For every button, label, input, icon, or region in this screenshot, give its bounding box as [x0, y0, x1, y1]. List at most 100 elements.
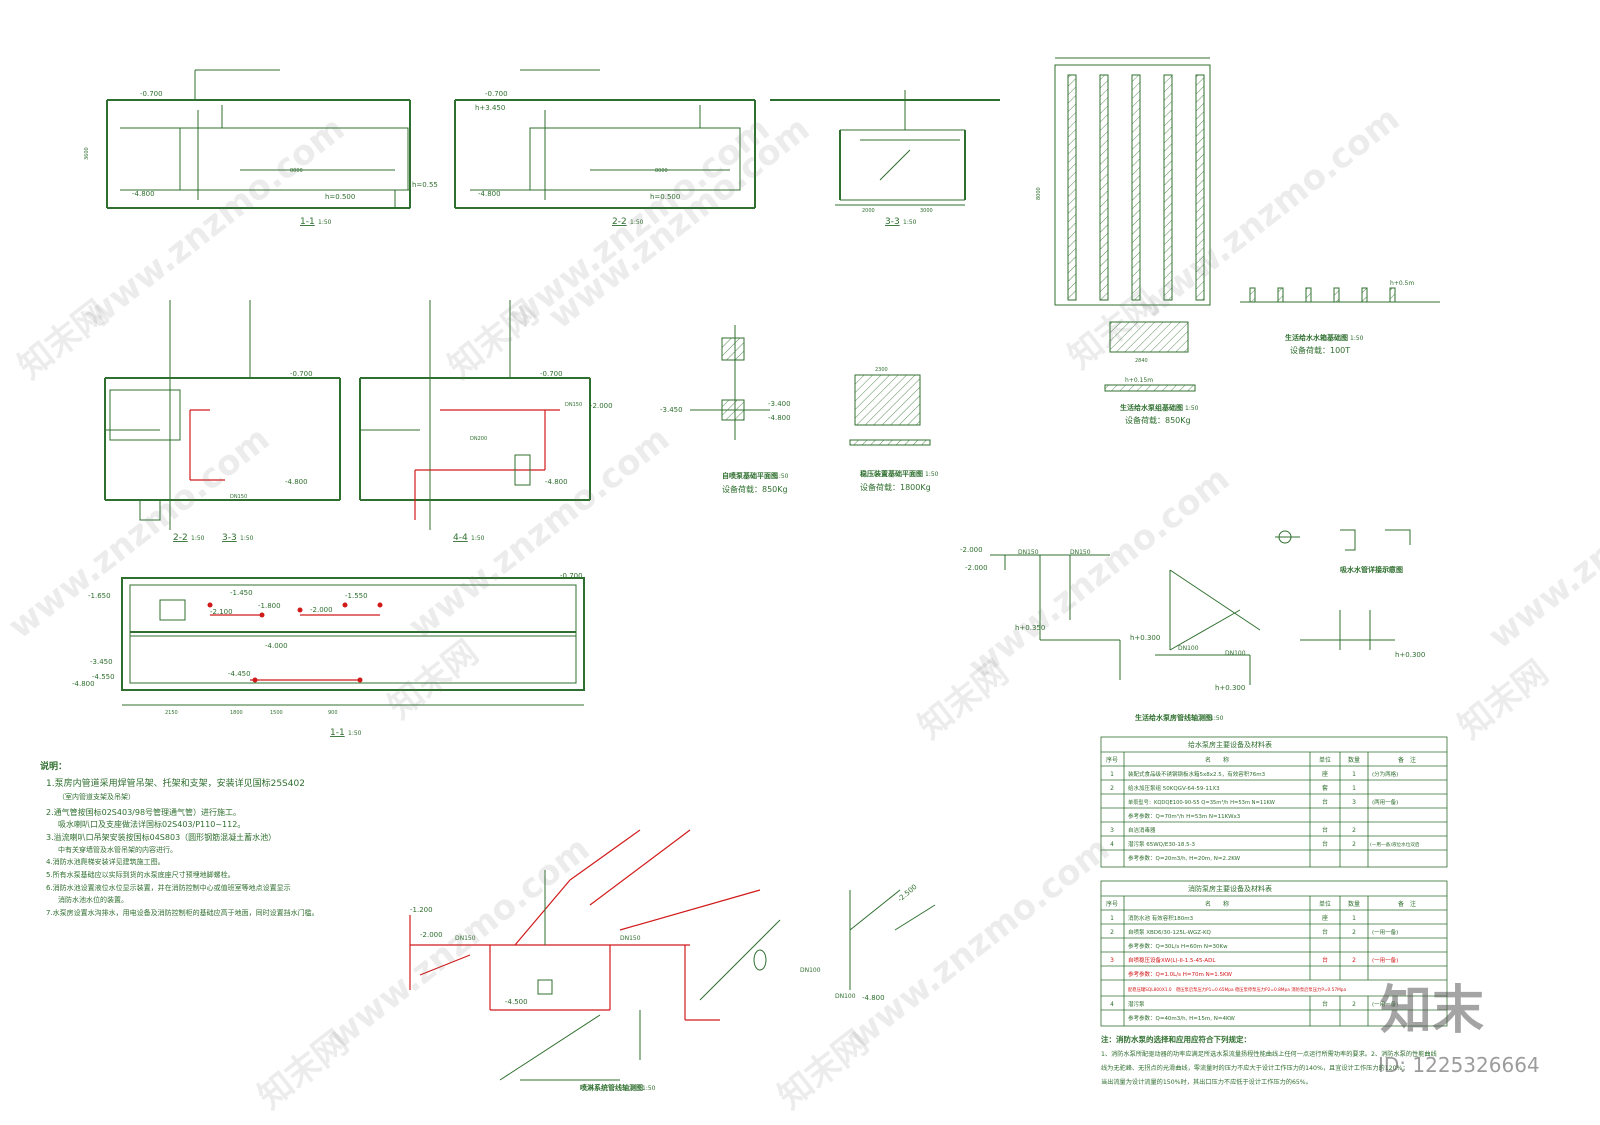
note-line: （室内管道支架及吊架）: [58, 792, 135, 801]
elev-label: h+0.5m: [1390, 280, 1414, 287]
table-row: 2 给水加压泵组 50KQGV-64-59-11X3 套 1: [1110, 784, 1356, 792]
table-cell: 台: [1322, 928, 1328, 936]
elev-label: -4.800: [285, 478, 308, 486]
table-row: 2 自喷泵 XBD6/30-125L-WGZ-KQ 台 2 (一用一备): [1110, 928, 1398, 936]
dim-label: 8000: [1036, 187, 1042, 200]
table-cell: 2: [1352, 1001, 1356, 1008]
table-cell: (一用一备)液位水位双启: [1370, 841, 1420, 848]
axon-title: 生活给水泵房管线轴测图: [1135, 713, 1212, 722]
table-cell: 台: [1322, 956, 1328, 964]
domestic-axonometric: -2.000 -2.000 h+0.350 h+0.300 h+0.300 h+…: [960, 529, 1425, 722]
table-cell: 参考参数：Q=30L/s H=60m N=30Kw: [1128, 942, 1228, 950]
section-scale: 1:50: [471, 535, 485, 542]
note-line: 1.泵房内管道采用焊管吊架、托架和支架，安装详见国标25S402: [46, 777, 305, 789]
table-cell: 参考参数：Q=1.0L/s H=70m N=1.5KW: [1128, 970, 1232, 978]
section-title: 2-2: [612, 217, 627, 227]
footnote-line: 1、消防水泵所配驱动器的功率应满足所选水泵流量扬程性能曲线上任何一点运行所需功率…: [1101, 1050, 1437, 1058]
foundation-scale: 1:50: [925, 471, 939, 478]
elev-label: -4.800: [72, 680, 95, 688]
table-cell: 给水加压泵组 50KQGV-64-59-11X3: [1128, 784, 1220, 792]
section-scale: 1:50: [903, 219, 917, 226]
table-cell: 台: [1322, 840, 1328, 848]
watermark-text: www.znzmo.com: [501, 109, 777, 337]
elev-label: -2.500: [896, 883, 918, 904]
table-row: 4 潜污泵 65WQ/E30-18.5-3 台 2 (一用一备)液位水位双启: [1110, 840, 1420, 848]
table-cell: 2: [1110, 785, 1114, 792]
table-row: 1 消防水池 有效容积180m3 座 1: [1110, 914, 1356, 922]
table-row: 参考参数：Q=20m3/h, H=20m, N=2.2KW: [1128, 854, 1241, 862]
pipe-label: DN100: [835, 993, 856, 1000]
table-cell: (两用一备): [1372, 798, 1398, 806]
elev-label: -1.550: [345, 592, 368, 600]
table-cell: 座: [1322, 770, 1328, 778]
table-row: 3 自喷稳压设备XW(L)-II-1.5-45-ADL 台 2 (一用一备): [1110, 956, 1398, 964]
table-cell: 3: [1110, 827, 1114, 834]
table-header: 序号: [1106, 900, 1118, 908]
section-1-1-top: -0.700 -4.800 h=0.500 h=0.55 8000 3600 1…: [84, 69, 438, 227]
table-row: 参考参数：Q=30L/s H=60m N=30Kw: [1128, 942, 1228, 950]
elev-label: -0.700: [560, 572, 583, 580]
equipment-table-fire: 消防泵房主要设备及材料表 序号 名 称 单位 数量 备 注 1 消防水池 有效容…: [1100, 880, 1448, 1027]
section-title: 3-3: [222, 533, 237, 543]
elev-label: -0.700: [540, 370, 563, 378]
elev-label: -4.550: [92, 673, 115, 681]
dim-label: 2000: [862, 208, 875, 214]
table-cell: 自喷泵 XBD6/30-125L-WGZ-KQ: [1128, 928, 1212, 936]
dim-label: 3600: [84, 147, 90, 160]
elev-label: -0.700: [140, 90, 163, 98]
table-cell: 参考参数：Q=20m3/h, H=20m, N=2.2KW: [1128, 854, 1241, 862]
table-cell: 3: [1352, 799, 1356, 806]
table-cell: 2: [1352, 827, 1356, 834]
pipe-label: DN150: [1070, 549, 1091, 556]
notes-heading: 说明：: [40, 760, 67, 772]
table-cell: 参考参数：Q=40m3/h, H=15m, N=4KW: [1128, 1014, 1235, 1022]
elev-label: -1.800: [258, 602, 281, 610]
table-cell: 装配式食品级不锈钢钢板水箱5x8x2.5，有效容积76m3: [1128, 770, 1266, 778]
elev-label: -0.700: [485, 90, 508, 98]
note-line: 3.溢流喇叭口吊架安装按国标04S803（圆形钢筋混凝土蓄水池）: [46, 832, 276, 842]
table-cell: 单泵型号：KQDQE100-90-55 Q=35m³/h H=53m N=11K…: [1128, 798, 1275, 806]
footnote-line: 当出流量为设计流量的150%时，其出口压力不应低于设计工作压力的65%。: [1101, 1078, 1312, 1086]
section-title: 3-3: [885, 217, 900, 227]
section-scale: 1:50: [240, 535, 254, 542]
elev-label: -4.000: [265, 642, 288, 650]
table-title: 给水泵房主要设备及材料表: [1188, 740, 1272, 749]
table-cell: 1: [1352, 771, 1356, 778]
table-cell: 台: [1322, 826, 1328, 834]
pipe-label: DN150: [230, 494, 247, 500]
elev-label: h+0.15m: [1125, 377, 1153, 384]
note-line: 吸水喇叭口及支座做法详国标02S403/P110~112。: [58, 819, 245, 829]
foundation-scale: 1:50: [1350, 335, 1364, 342]
table-cell: 4: [1110, 841, 1114, 848]
foundation-title: 生活给水泵组基础图: [1120, 403, 1183, 412]
table-cell: 2: [1110, 929, 1114, 936]
foundation-title: 吸水水管详接示意图: [1340, 565, 1403, 574]
pipe-label: DN150: [565, 402, 582, 408]
table-cell: 4: [1110, 1001, 1114, 1008]
table-cell: 自喷稳压设备XW(L)-II-1.5-45-ADL: [1128, 956, 1216, 964]
table-row: 参考参数：Q=70m³/h H=53m N=11KWx3: [1128, 812, 1241, 820]
table-header: 数量: [1348, 900, 1360, 908]
section-4-4-mid: -0.700 -4.800 -2.000 DN150 DN200 4-4 1:5…: [359, 300, 613, 543]
elev-label: h=0.55: [412, 181, 438, 189]
dim-label: 8000: [655, 168, 668, 174]
note-line: 7.水泵房设置水沟排水，用电设备及消防控制柜的基础应高于地面，同时设置挡水门槛。: [46, 908, 319, 917]
elev-label: -2.100: [210, 608, 233, 616]
table-header: 序号: [1106, 756, 1118, 764]
dim-label: 1800: [230, 710, 243, 716]
watermark-text: www.znzmo.com: [401, 419, 677, 647]
dim-label: 2150: [165, 710, 178, 716]
elev-label: h=0.500: [650, 193, 680, 201]
dim-label: 8000: [290, 168, 303, 174]
section-1-1-bottom: -0.700 -1.650 -1.450 -1.800 -2.000 -1.55…: [72, 572, 585, 738]
dim-label: 1500: [270, 710, 283, 716]
elev-label: h=0.500: [325, 193, 355, 201]
dim-label: 2840: [1135, 358, 1148, 364]
elev-label: h+0.300: [1130, 634, 1160, 642]
table-cell: 自洁消毒器: [1128, 826, 1156, 834]
table-cell: 3: [1110, 957, 1114, 964]
note-line: 中有关穿墙管及水管吊架的内容进行。: [58, 845, 177, 854]
elev-label: h+0.300: [1395, 651, 1425, 659]
table-cell: 1: [1110, 771, 1114, 778]
